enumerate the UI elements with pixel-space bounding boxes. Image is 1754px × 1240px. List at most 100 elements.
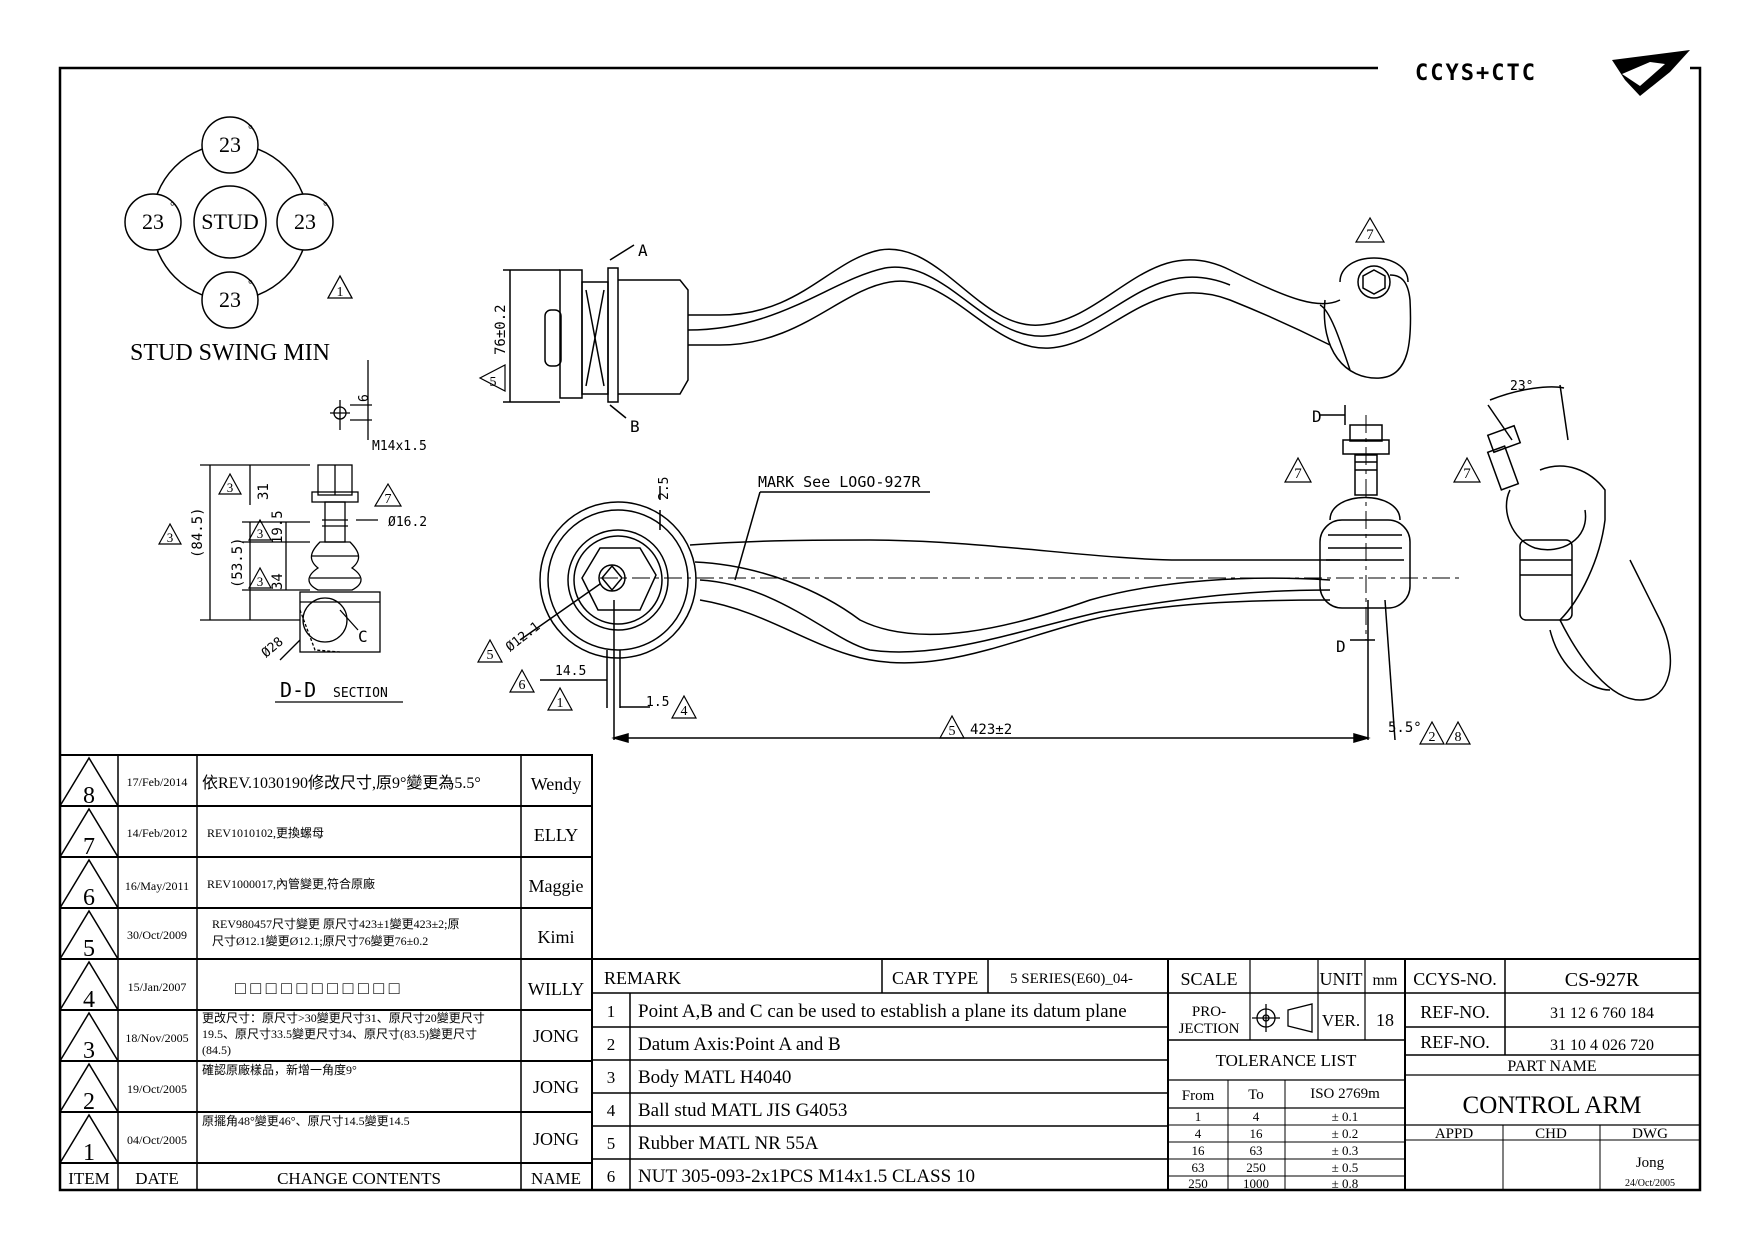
- svg-text:Body MATL H4040: Body MATL H4040: [638, 1067, 791, 1088]
- svg-text:Wendy: Wendy: [531, 774, 582, 794]
- revision-row-1: 1 04/Oct/2005 原擺角48°變更46°、原尺寸14.5變更14.5 …: [83, 1113, 579, 1166]
- datum-b: B: [630, 417, 640, 436]
- svg-text:□ □ □ □ □ □ □ □ □ □ □: □ □ □ □ □ □ □ □ □ □ □: [235, 978, 400, 998]
- revision-row-7: 7 14/Feb/2012 REV1010102,更換螺母 ELLY: [83, 825, 578, 860]
- tolerance-row-2: 4 16 ± 0.2: [1195, 1126, 1359, 1141]
- ref-no-value-1: 31 12 6 760 184: [1550, 1005, 1654, 1022]
- svg-text:1: 1: [83, 1140, 95, 1166]
- revision-row-8: 8 17/Feb/2014 依REV.1030190修改尺寸,原9°變更為5.5…: [83, 774, 581, 809]
- svg-text:Maggie: Maggie: [529, 876, 584, 896]
- dim-84-5: (84.5): [190, 507, 206, 558]
- swing-value-right: 23: [294, 209, 316, 234]
- svg-text:1: 1: [557, 696, 564, 711]
- part-name: CONTROL ARM: [1463, 1092, 1642, 1119]
- svg-text:REV1010102,更換螺母: REV1010102,更換螺母: [207, 826, 324, 840]
- svg-text:Datum Axis:Point A and B: Datum Axis:Point A and B: [638, 1034, 841, 1055]
- section-title: D-D: [280, 678, 316, 702]
- revision-marker-7a: 7: [373, 482, 403, 507]
- svg-text:5: 5: [949, 724, 956, 739]
- revision-marker-3b: 3: [157, 522, 183, 545]
- swing-value-left: 23: [142, 209, 164, 234]
- ref-no-label-2: REF-NO.: [1420, 1032, 1490, 1052]
- dwg-date: 24/Oct/2005: [1625, 1178, 1675, 1189]
- svg-text:3: 3: [83, 1038, 95, 1064]
- title-block-grid: [1167, 958, 1701, 1191]
- svg-text:ISO 2769m: ISO 2769m: [1310, 1086, 1380, 1102]
- svg-text:尺寸Ø12.1變更Ø12.1;原尺寸76變更76±0.2: 尺寸Ø12.1變更Ø12.1;原尺寸76變更76±0.2: [212, 933, 428, 948]
- degree-mark-top: °: [248, 122, 253, 136]
- ref-no-label-1: REF-NO.: [1420, 1002, 1490, 1022]
- svg-text:± 0.1: ± 0.1: [1332, 1109, 1359, 1124]
- revision-row-4: 4 15/Jan/2007 □ □ □ □ □ □ □ □ □ □ □ WILL…: [83, 978, 584, 1013]
- svg-text:04/Oct/2005: 04/Oct/2005: [127, 1133, 187, 1147]
- tolerance-title: TOLERANCE LIST: [1216, 1051, 1357, 1070]
- remark-item-2: 2 Datum Axis:Point A and B: [607, 1034, 841, 1055]
- projection-symbol-icon: [1252, 1003, 1313, 1033]
- svg-text:JONG: JONG: [533, 1077, 579, 1097]
- swing-value-bottom: 23: [219, 287, 241, 312]
- section-title-suffix: SECTION: [333, 686, 388, 701]
- dwg-name: Jong: [1636, 1155, 1665, 1171]
- dwg-label: DWG: [1632, 1126, 1668, 1142]
- swing-stud-label: STUD: [201, 209, 258, 234]
- dim-53-5: (53.5): [230, 537, 246, 588]
- svg-text:63: 63: [1250, 1143, 1263, 1158]
- revision-marker-7d: 7: [1452, 456, 1482, 483]
- svg-text:1: 1: [1195, 1109, 1202, 1124]
- svg-text:16/May/2011: 16/May/2011: [125, 879, 189, 893]
- remark-title: REMARK: [604, 968, 681, 988]
- revision-marker-1: 1: [326, 274, 354, 300]
- svg-text:CHANGE CONTENTS: CHANGE CONTENTS: [277, 1169, 441, 1188]
- svg-text:5: 5: [607, 1134, 616, 1153]
- svg-text:250: 250: [1188, 1176, 1208, 1191]
- svg-text:Rubber MATL NR 55A: Rubber MATL NR 55A: [638, 1133, 819, 1154]
- svg-text:(84.5): (84.5): [202, 1043, 231, 1057]
- unit-label: UNIT: [1320, 969, 1363, 989]
- svg-text:16: 16: [1192, 1143, 1206, 1158]
- dim-phi16: Ø16.2: [388, 515, 427, 530]
- svg-text:8: 8: [1455, 730, 1462, 745]
- svg-text:16: 16: [1250, 1126, 1264, 1141]
- svg-text:7: 7: [1463, 466, 1471, 482]
- car-type-label: CAR TYPE: [892, 968, 978, 988]
- svg-text:± 0.3: ± 0.3: [1332, 1143, 1359, 1158]
- svg-text:1: 1: [337, 285, 344, 300]
- revision-marker-5a: 5: [478, 364, 506, 392]
- degree-mark-right: °: [323, 199, 328, 213]
- svg-text:WILLY: WILLY: [528, 979, 584, 999]
- revision-row-5: 5 30/Oct/2009 REV980457尺寸變更 原尺寸423±1變更42…: [83, 916, 575, 962]
- svg-text:2: 2: [607, 1035, 616, 1054]
- ver-label: VER.: [1322, 1011, 1360, 1030]
- svg-text:63: 63: [1192, 1160, 1205, 1175]
- revision-table-header: ITEM DATE CHANGE CONTENTS NAME: [68, 1169, 581, 1188]
- dim-19-5: 19.5: [270, 510, 286, 544]
- section-marker-d-top: D: [1312, 407, 1322, 426]
- projection-label: PRO-: [1192, 1004, 1226, 1020]
- svg-text:4: 4: [1195, 1126, 1202, 1141]
- svg-text:8: 8: [83, 783, 95, 809]
- svg-text:6: 6: [607, 1167, 616, 1186]
- svg-text:JONG: JONG: [533, 1129, 579, 1149]
- svg-text:2: 2: [1429, 730, 1436, 745]
- dim-14-5: 14.5: [555, 664, 586, 679]
- ref-no-value-2: 31 10 4 026 720: [1550, 1037, 1654, 1054]
- ccys-no-label: CCYS-NO.: [1413, 969, 1497, 989]
- tolerance-row-5: 250 1000 ± 0.8: [1188, 1176, 1358, 1191]
- svg-text:REV1000017,內管變更,符合原廠: REV1000017,內管變更,符合原廠: [207, 876, 375, 891]
- svg-text:30/Oct/2009: 30/Oct/2009: [127, 928, 187, 942]
- top-view-arm: [503, 244, 1412, 419]
- svg-text:± 0.8: ± 0.8: [1332, 1176, 1359, 1191]
- svg-text:14/Feb/2012: 14/Feb/2012: [127, 826, 188, 840]
- svg-text:4: 4: [1253, 1109, 1260, 1124]
- svg-text:5: 5: [83, 936, 95, 962]
- svg-text:6: 6: [519, 678, 526, 693]
- svg-text:2: 2: [83, 1089, 95, 1115]
- revision-marker-3d: 3: [247, 566, 273, 589]
- revision-marker-3a: 3: [217, 472, 243, 495]
- svg-text:From: From: [1182, 1088, 1215, 1104]
- svg-text:6: 6: [83, 885, 95, 911]
- revision-marker-5b: 5: [476, 638, 504, 663]
